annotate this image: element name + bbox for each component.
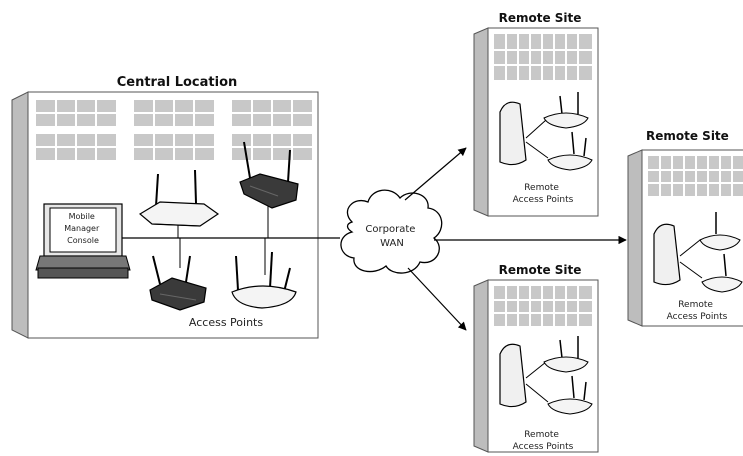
wan-links: [404, 147, 627, 331]
console-line-3: Console: [67, 236, 99, 245]
remote-site-top: Remote Site Remote Access Points: [473, 11, 599, 217]
remote-site-bottom-title: Remote Site: [499, 263, 582, 277]
remote-site-right-label-1: Remote: [678, 300, 713, 310]
remote-site-top-label-2: Access Points: [513, 195, 574, 205]
svg-text:Remote Access Points: Remote Access Points: [513, 183, 574, 205]
remote-site-bottom-label-2: Access Points: [513, 442, 574, 452]
svg-text:Mobile Manager: Mobile Manager Console: [64, 212, 102, 245]
access-point-4: [231, 251, 297, 309]
wan-line-2: WAN: [380, 238, 404, 249]
central-location-title: Central Location: [117, 75, 238, 90]
corporate-wan: Corporate WAN: [340, 189, 443, 274]
remote-site-bottom: Remote Site Remote Access Points: [473, 263, 599, 453]
access-point-1: [138, 169, 220, 227]
access-points-label: Access Points: [189, 316, 263, 329]
wan-cloud: [340, 189, 443, 274]
svg-text:Remote Access Points: Remote Access Points: [667, 300, 728, 322]
remote-site-top-label-1: Remote: [524, 183, 559, 193]
console-line-2: Manager: [64, 224, 100, 233]
remote-site-right-title: Remote Site: [646, 129, 729, 143]
mobile-manager-console: Mobile Manager Console: [35, 203, 131, 279]
central-building-side: [11, 91, 29, 339]
svg-text:Remote Access Points: Remote Access Points: [513, 430, 574, 452]
remote-site-right-label-2: Access Points: [667, 312, 728, 322]
access-point-3: [149, 255, 207, 311]
console-line-1: Mobile: [69, 212, 95, 221]
remote-site-bottom-label-1: Remote: [524, 430, 559, 440]
remote-site-top-title: Remote Site: [499, 11, 582, 25]
remote-site-right: Remote Site Remote Access Points: [627, 129, 743, 327]
wan-line-1: Corporate: [365, 224, 415, 235]
svg-text:Corporate WAN: Corporate WAN: [365, 224, 418, 249]
access-point-2: [239, 141, 299, 209]
central-location: Central Location: [11, 75, 340, 339]
